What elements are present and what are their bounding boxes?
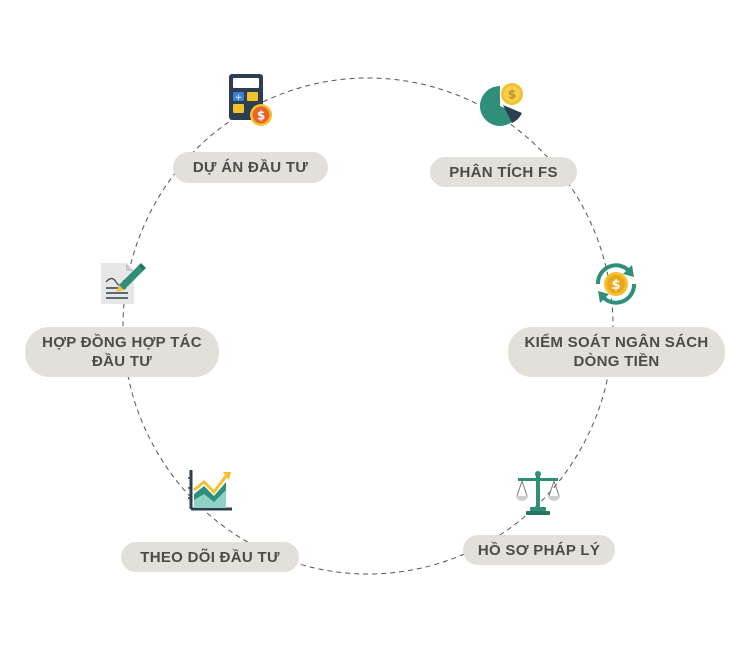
node-label-line-1: KIỂM SOÁT NGÂN SÁCH (524, 334, 709, 351)
scales-icon (516, 471, 560, 515)
node-label-line-2: ĐẦU TƯ (91, 353, 153, 370)
node-ho-so-phap-ly: HỒ SƠ PHÁP LÝ (463, 535, 615, 565)
calculator-coin-icon: + $ (229, 74, 272, 126)
coin-cycle-icon: $ (595, 263, 637, 305)
node-label: HỒ SƠ PHÁP LÝ (477, 541, 601, 559)
svg-text:+: + (235, 93, 243, 103)
node-label: THEO DÕI ĐẦU TƯ (140, 548, 280, 566)
growth-chart-icon (188, 470, 232, 511)
pie-chart-coin-icon: $ (479, 83, 523, 126)
node-hop-dong-hop-tac: HỢP ĐỒNG HỢP TÁC ĐẦU TƯ (25, 327, 219, 377)
node-du-an-dau-tu: DỰ ÁN ĐẦU TƯ (173, 152, 328, 183)
node-label: DỰ ÁN ĐẦU TƯ (192, 159, 309, 176)
svg-text:$: $ (508, 88, 516, 102)
node-theo-doi-dau-tu: THEO DÕI ĐẦU TƯ (121, 542, 299, 572)
contract-pen-icon (101, 263, 146, 304)
svg-text:$: $ (611, 278, 620, 293)
node-phan-tich-fs: PHÂN TÍCH FS (430, 157, 577, 187)
node-label-line-1: HỢP ĐỒNG HỢP TÁC (42, 334, 202, 351)
svg-text:$: $ (257, 109, 265, 123)
node-kiem-soat-ngan-sach: KIỂM SOÁT NGÂN SÁCH DÒNG TIỀN (508, 327, 725, 377)
node-label-line-2: DÒNG TIỀN (573, 353, 660, 370)
node-label: PHÂN TÍCH FS (449, 163, 558, 181)
